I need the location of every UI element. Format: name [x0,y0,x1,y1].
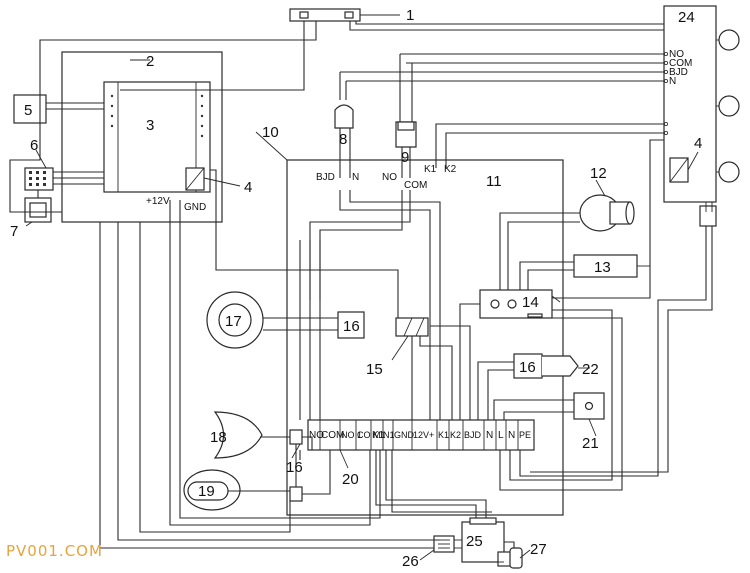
component-14 [479,289,553,319]
callout-10: 10 [262,124,279,141]
svg-text:K2: K2 [450,430,461,440]
component-16-a [337,311,365,339]
callout-24: 24 [678,9,695,26]
svg-text:BJD: BJD [669,67,688,78]
svg-text:PE: PE [519,430,531,440]
svg-text:BJD: BJD [464,430,482,440]
terminal-labels-board-top: BJD N NO COM K1 K2 [316,164,457,191]
component-5 [13,94,104,124]
component-18 [213,411,263,459]
svg-text:12V+: 12V+ [413,430,434,440]
callout-11: 11 [486,173,502,190]
callout-20: 20 [342,471,359,488]
callout-19: 19 [198,483,215,500]
callout-4: 4 [244,179,252,196]
callout-16-a: 16 [343,318,360,335]
component-21 [573,392,605,420]
svg-text:N: N [669,76,676,87]
svg-text:CO M1: CO M1 [357,430,386,440]
callout-7: 7 [10,223,18,240]
callout-27: 27 [530,541,547,558]
svg-text:K2: K2 [444,164,457,175]
svg-text:K1: K1 [424,164,437,175]
terminal-labels-strip: NO COM NO 1 CO M1 K1 N1 GND 12V+ K1 K2 B… [309,430,531,441]
svg-text:COM: COM [321,430,344,441]
callout-numbers: 1 2 3 4 5 6 7 8 9 10 11 12 13 14 15 16 1… [10,7,702,570]
svg-text:N: N [352,172,359,183]
component-25 [461,517,505,563]
svg-text:NO: NO [309,430,324,441]
component-22 [542,355,579,377]
terminal-labels-unit24: NO COM BJD N [669,49,692,87]
svg-text:N1: N1 [383,430,395,440]
controller-box-2 [61,51,223,223]
svg-text:NO: NO [669,49,684,60]
svg-text:K1: K1 [438,430,449,440]
main-board-11 [286,159,564,516]
svg-text:GND: GND [394,430,415,440]
callout-25: 25 [466,533,483,550]
component-16-d [289,486,303,502]
svg-text:GND: GND [184,202,206,213]
callout-15: 15 [366,361,383,378]
callout-2: 2 [146,53,154,70]
callout-16-b: 16 [519,359,536,376]
callout-17: 17 [225,313,242,330]
wiring [9,21,713,549]
watermark: PV001.COM [6,542,103,560]
terminal-labels-controller: +12V GND [146,196,206,213]
callout-26: 26 [402,553,419,570]
svg-text:K1: K1 [372,430,385,441]
connector-9 [395,121,417,148]
callout-8: 8 [339,131,347,148]
connector-8 [334,104,354,129]
svg-text:COM: COM [404,180,427,191]
callout-13: 13 [594,259,611,276]
component-27 [497,547,523,569]
relay-15 [395,317,429,337]
svg-text:NO: NO [382,172,397,183]
callout-21: 21 [582,435,599,452]
component-7 [24,197,52,223]
callout-4-right: 4 [694,135,702,152]
callout-6: 6 [30,137,38,154]
component-16-c [289,429,303,445]
svg-text:L: L [498,430,504,441]
svg-text:COM: COM [669,58,692,69]
callout-12: 12 [590,165,607,182]
unit-24 [663,5,740,227]
callout-22: 22 [582,361,599,378]
callout-14: 14 [522,294,539,311]
svg-text:NO 1: NO 1 [341,430,362,440]
callout-18: 18 [210,429,227,446]
component-16-b [513,353,543,379]
callout-5: 5 [24,102,32,119]
svg-text:BJD: BJD [316,172,335,183]
component-6-connector [24,167,54,191]
svg-text:N: N [508,430,515,441]
motor-12 [579,194,635,232]
svg-text:N: N [486,430,493,441]
svg-text:+12V: +12V [146,196,170,207]
component-26 [433,535,462,553]
callout-9: 9 [401,149,409,166]
callout-1: 1 [406,7,414,24]
callout-3: 3 [146,117,154,134]
component-19 [183,469,290,511]
callout-leaders [25,14,699,561]
terminal-strip-20 [307,419,535,451]
component-17-ring [206,291,264,349]
callout-16-c: 16 [286,459,303,476]
